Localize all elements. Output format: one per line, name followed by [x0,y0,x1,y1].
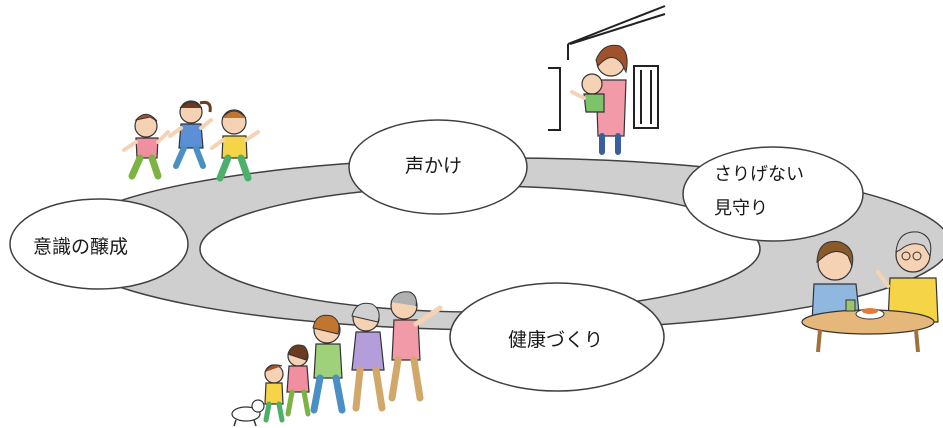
node-label-watching-line2: 見守り [714,198,768,219]
family-chain-illustration [231,291,443,427]
node-label-watching-line1: さりげない [714,164,804,185]
node-label-watching: さりげない 見守り [714,158,854,226]
door-window [633,65,659,129]
running-child-3 [210,109,260,182]
node-awareness [9,198,189,290]
running-child-2 [168,100,213,169]
house-outline [567,5,666,60]
node-label-awareness: 意識の醸成 [33,236,129,258]
node-watching [682,146,864,242]
running-children-illustration [122,100,260,182]
running-child-1 [122,113,170,180]
dog-illustration [231,399,265,427]
node-health [449,282,665,392]
node-label-health: 健康づくり [508,329,604,351]
mother-child-house-illustration [548,5,666,155]
node-greeting [348,119,528,215]
node-label-greeting: 声かけ [405,155,463,177]
elderly-tea-table-illustration [801,231,939,353]
